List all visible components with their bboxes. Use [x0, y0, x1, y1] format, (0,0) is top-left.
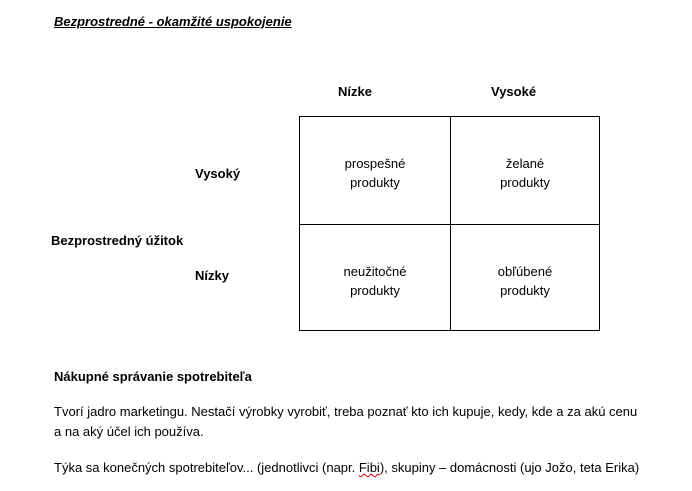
- row-header-low: Nízky: [195, 268, 229, 283]
- row-header-high: Vysoký: [195, 166, 241, 181]
- cell-line-1: neužitočné: [343, 264, 407, 279]
- matrix-cell-bottom-right: obľúbené produkty: [451, 225, 599, 330]
- cell-line-2: produkty: [350, 283, 400, 298]
- document-title: Bezprostredné - okamžité uspokojenie: [54, 14, 292, 29]
- matrix-cell-bottom-left: neužitočné produkty: [300, 225, 451, 330]
- paragraph-2-text-start: Týka sa konečných spotrebiteľov... (jedn…: [54, 460, 359, 475]
- cell-line-1: prospešné: [344, 156, 406, 171]
- section-heading: Nákupné správanie spotrebiteľa: [54, 369, 252, 384]
- matrix-cell-top-left: prospešné produkty: [300, 117, 451, 225]
- column-header-high: Vysoké: [491, 84, 537, 99]
- paragraph-1-line-1: Tvorí jadro marketingu. Nestačí výrobky …: [54, 404, 638, 419]
- paragraph-2-text-end: ), skupiny – domácnosti (ujo Jožo, teta …: [379, 460, 640, 475]
- cell-line-2: produkty: [500, 175, 550, 190]
- cell-line-1: želané: [505, 156, 545, 171]
- cell-line-1: obľúbené: [497, 264, 553, 279]
- spellcheck-flagged-word[interactable]: Fibi: [358, 460, 380, 475]
- column-header-low: Nízke: [338, 84, 372, 99]
- paragraph-1-line-2: a na aký účel ich používa.: [54, 424, 204, 439]
- paragraph-2: Týka sa konečných spotrebiteľov... (jedn…: [54, 458, 639, 478]
- left-axis-label: Bezprostredný úžitok: [51, 233, 184, 248]
- product-matrix: prospešné produkty želané produkty neuži…: [299, 116, 600, 331]
- cell-line-2: produkty: [350, 175, 400, 190]
- matrix-cell-top-right: želané produkty: [451, 117, 599, 225]
- cell-line-2: produkty: [500, 283, 550, 298]
